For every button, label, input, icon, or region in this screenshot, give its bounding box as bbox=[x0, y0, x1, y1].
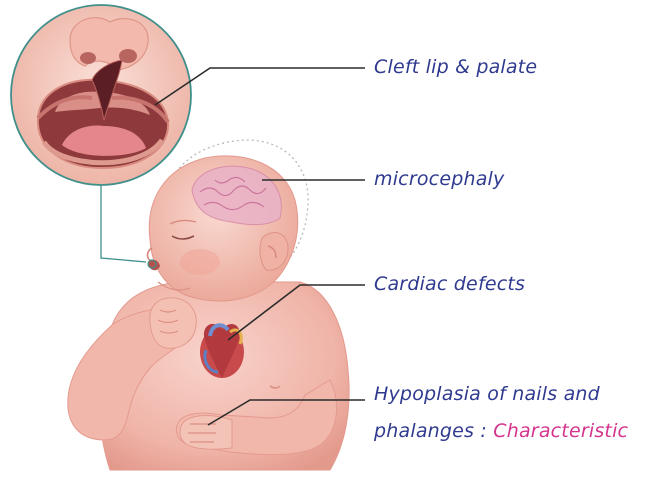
label-cleft-lip-palate: Cleft lip & palate bbox=[374, 56, 537, 78]
label-hypoplasia-line2: phalanges : Characteristic bbox=[374, 420, 628, 442]
label-phalanges: phalanges : bbox=[374, 420, 487, 442]
label-characteristic: Characteristic bbox=[493, 420, 628, 442]
right-hand bbox=[180, 416, 232, 450]
inset-connector bbox=[101, 185, 146, 262]
label-cardiac-defects: Cardiac defects bbox=[374, 273, 525, 295]
label-microcephaly: microcephaly bbox=[374, 168, 504, 190]
label-hypoplasia-line1: Hypoplasia of nails and bbox=[374, 383, 600, 405]
infant-illustration bbox=[68, 282, 349, 470]
left-hand bbox=[150, 298, 197, 349]
infant-head bbox=[147, 140, 308, 301]
